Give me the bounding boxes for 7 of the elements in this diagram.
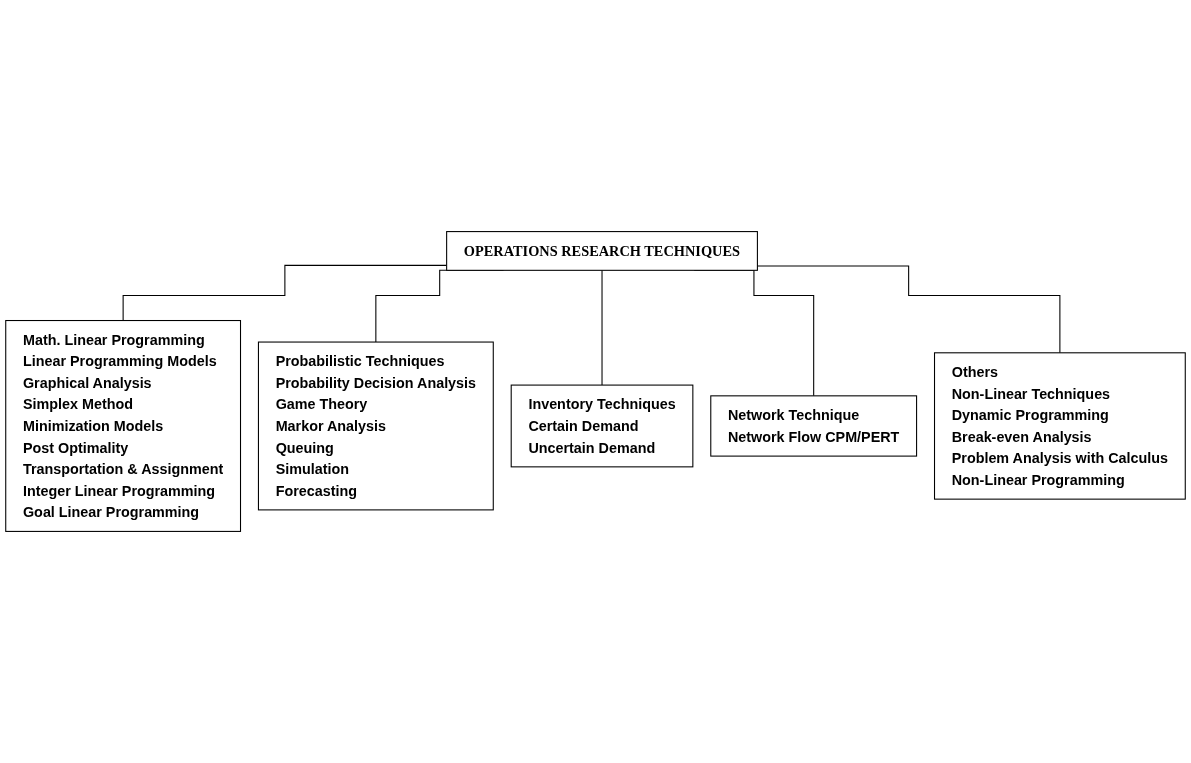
node-box: Inventory Techniques Certain Demand Uncertain Demand xyxy=(510,384,694,468)
node-box: Others Non-Linear Techniques Dynamic Programming Break-even Analysis Problem Analysis with Calculus Non-Linear Programming xyxy=(934,352,1186,500)
connector xyxy=(601,269,603,386)
node-box: OPERATIONS RESEARCH TECHNIQUES xyxy=(446,231,758,271)
node-box: Probabilistic Techniques Probability Decision Analysis Game Theory Markor Analysis Queuing Simulation Forecasting xyxy=(257,341,494,511)
node-box: Math. Linear Programming Linear Programming Models Graphical Analysis Simplex Method Minimization Models Post Optimality Transportation & Assignment Integer Linear Programming Goal Linear Programming xyxy=(5,320,242,532)
node-box: Network Technique Network Flow CPM/PERT xyxy=(710,395,918,457)
